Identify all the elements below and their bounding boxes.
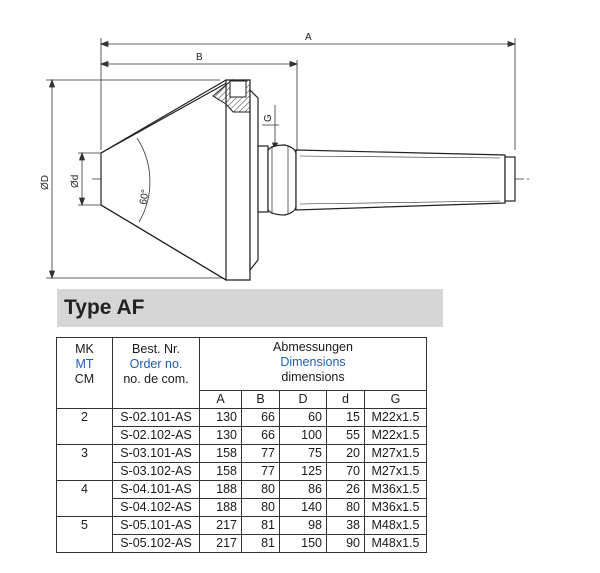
header-mk-fr: CM bbox=[74, 372, 95, 386]
a-cell: 217 bbox=[199, 516, 242, 535]
col-g-header: G bbox=[364, 390, 427, 409]
order-cell: S-03.102-AS bbox=[112, 462, 200, 481]
b-cell: 77 bbox=[241, 462, 280, 481]
order-cell: S-02.101-AS bbox=[112, 408, 200, 427]
b-cell: 81 bbox=[241, 516, 280, 535]
header-dimensions: Abmessungen Dimensions dimensions bbox=[199, 337, 427, 391]
col-small-d-header: d bbox=[326, 390, 365, 409]
g-cell: M36x1.5 bbox=[364, 498, 427, 517]
label-diameter-small-d: Ød bbox=[70, 175, 81, 188]
mk-cell: 5 bbox=[56, 516, 113, 553]
label-b: B bbox=[196, 52, 203, 63]
g-cell: M22x1.5 bbox=[364, 408, 427, 427]
table-header-row: MK MT CM Best. Nr. Order no. no. de com.… bbox=[56, 337, 427, 409]
small-d-cell: 26 bbox=[326, 480, 365, 499]
dimension-a bbox=[99, 38, 517, 150]
table-row: S-04.102-AS 188 80 140 80 M36x1.5 bbox=[57, 498, 427, 517]
d-cell: 140 bbox=[279, 498, 327, 517]
header-order-en: Order no. bbox=[129, 357, 183, 371]
col-a-header: A bbox=[199, 390, 242, 409]
order-cell: S-05.102-AS bbox=[112, 534, 200, 553]
g-cell: M48x1.5 bbox=[364, 534, 427, 553]
a-cell: 130 bbox=[199, 426, 242, 445]
mk-cell: 2 bbox=[56, 408, 113, 445]
small-d-cell: 70 bbox=[326, 462, 365, 481]
table-row: 2 S-02.101-AS 130 66 60 15 M22x1.5 bbox=[56, 408, 427, 445]
b-cell: 66 bbox=[241, 408, 280, 427]
b-cell: 81 bbox=[241, 534, 280, 553]
neck-thread bbox=[257, 144, 297, 216]
technical-drawing: A B ØD Ød G bbox=[40, 32, 530, 282]
g-cell: M48x1.5 bbox=[364, 516, 427, 535]
header-mk: MK MT CM bbox=[56, 337, 113, 409]
dimension-diameter-d bbox=[46, 78, 240, 280]
a-cell: 158 bbox=[199, 462, 242, 481]
a-cell: 188 bbox=[199, 480, 242, 499]
g-cell: M36x1.5 bbox=[364, 480, 427, 499]
order-cell: S-02.102-AS bbox=[112, 426, 200, 445]
small-d-cell: 55 bbox=[326, 426, 365, 445]
d-cell: 100 bbox=[279, 426, 327, 445]
small-d-cell: 90 bbox=[326, 534, 365, 553]
header-dims-de: Abmessungen bbox=[273, 340, 353, 354]
d-cell: 60 bbox=[279, 408, 327, 427]
header-mk-en: MT bbox=[75, 357, 94, 371]
table-row: 4 S-04.101-AS 188 80 86 26 M36x1.5 bbox=[56, 480, 427, 517]
mk-cell: 3 bbox=[56, 444, 113, 481]
label-a: A bbox=[305, 32, 312, 43]
g-cell: M27x1.5 bbox=[364, 462, 427, 481]
a-cell: 188 bbox=[199, 498, 242, 517]
table-row: 3 S-03.101-AS 158 77 75 20 M27x1.5 bbox=[56, 444, 427, 481]
b-cell: 80 bbox=[241, 498, 280, 517]
g-cell: M27x1.5 bbox=[364, 444, 427, 463]
col-d-header: D bbox=[279, 390, 327, 409]
header-order: Best. Nr. Order no. no. de com. bbox=[112, 337, 200, 409]
table-row: 5 S-05.101-AS 217 81 98 38 M48x1.5 bbox=[56, 516, 427, 553]
a-cell: 217 bbox=[199, 534, 242, 553]
dimension-g bbox=[262, 105, 279, 152]
dim-columns-row: A B D d G bbox=[57, 390, 427, 409]
header-dims-fr: dimensions bbox=[281, 370, 345, 384]
d-cell: 150 bbox=[279, 534, 327, 553]
table-row: S-05.102-AS 217 81 150 90 M48x1.5 bbox=[57, 534, 427, 553]
order-cell: S-04.101-AS bbox=[112, 480, 200, 499]
g-cell: M22x1.5 bbox=[364, 426, 427, 445]
d-cell: 98 bbox=[279, 516, 327, 535]
table-row: S-02.102-AS 130 66 100 55 M22x1.5 bbox=[57, 426, 427, 445]
screw-socket bbox=[229, 80, 247, 98]
dimension-b bbox=[99, 60, 299, 150]
taper-shank bbox=[295, 149, 516, 211]
order-cell: S-05.101-AS bbox=[112, 516, 200, 535]
small-d-cell: 20 bbox=[326, 444, 365, 463]
b-cell: 80 bbox=[241, 480, 280, 499]
cone-body bbox=[100, 78, 259, 282]
d-cell: 125 bbox=[279, 462, 327, 481]
type-title: Type AF bbox=[64, 296, 145, 319]
d-cell: 86 bbox=[279, 480, 327, 499]
header-mk-de: MK bbox=[75, 342, 94, 356]
d-cell: 75 bbox=[279, 444, 327, 463]
mk-cell: 4 bbox=[56, 480, 113, 517]
b-cell: 66 bbox=[241, 426, 280, 445]
angle-arc bbox=[136, 137, 151, 223]
a-cell: 130 bbox=[199, 408, 242, 427]
order-cell: S-03.101-AS bbox=[112, 444, 200, 463]
label-diameter-d: ØD bbox=[40, 175, 51, 190]
table-row: S-03.102-AS 158 77 125 70 M27x1.5 bbox=[57, 462, 427, 481]
type-banner: Type AF bbox=[57, 289, 443, 327]
label-g: G bbox=[263, 114, 274, 122]
a-cell: 158 bbox=[199, 444, 242, 463]
b-cell: 77 bbox=[241, 444, 280, 463]
dimension-diameter-small-d bbox=[78, 151, 101, 207]
small-d-cell: 38 bbox=[326, 516, 365, 535]
spec-table: MK MT CM Best. Nr. Order no. no. de com.… bbox=[56, 337, 427, 553]
small-d-cell: 15 bbox=[326, 408, 365, 427]
header-order-de: Best. Nr. bbox=[132, 342, 180, 356]
order-cell: S-04.102-AS bbox=[112, 498, 200, 517]
header-order-fr: no. de com. bbox=[123, 372, 189, 386]
small-d-cell: 80 bbox=[326, 498, 365, 517]
col-b-header: B bbox=[241, 390, 280, 409]
label-angle: 60° bbox=[138, 189, 151, 206]
header-dims-en: Dimensions bbox=[280, 355, 346, 369]
